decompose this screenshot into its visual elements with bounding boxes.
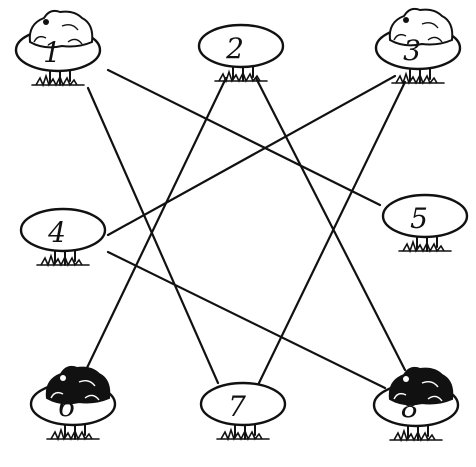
pad-label: 2: [225, 32, 244, 65]
lily-pad: [381, 193, 469, 239]
connection-line-2-8: [254, 76, 407, 372]
lily-pads: 1 2 3 4 5 6 7 8: [14, 7, 469, 443]
grass-tuft: [398, 239, 452, 254]
grass-tuft: [389, 428, 443, 443]
pad-label: 5: [410, 202, 428, 235]
connection-line-3-7: [256, 80, 407, 387]
pad-label: 1: [43, 36, 61, 69]
pad-label: 4: [47, 216, 66, 249]
lily-pad: [197, 23, 285, 69]
pad-4: 4: [19, 207, 107, 268]
lily-pad: [199, 381, 287, 427]
connection-lines: [83, 68, 407, 390]
pad-label: 6: [58, 390, 76, 423]
grass-tuft: [391, 71, 445, 86]
connection-line-3-4: [106, 74, 397, 237]
black-frog-icon: [388, 366, 454, 406]
pad-label: 8: [401, 391, 419, 424]
grass-tuft: [216, 427, 270, 442]
pad-2: 2: [197, 23, 285, 84]
pad-label: 3: [403, 34, 421, 67]
pad-5: 5: [381, 193, 469, 254]
connection-line-2-6: [83, 76, 228, 374]
connection-line-1-5: [106, 68, 382, 207]
lily-pad: [19, 207, 107, 253]
pad-7: 7: [199, 381, 287, 442]
grass-tuft: [46, 427, 100, 442]
black-frog-icon: [45, 365, 111, 405]
connection-line-4-8: [106, 250, 387, 390]
pad-1: 1: [14, 9, 102, 88]
white-frog-icon: [388, 7, 454, 47]
grass-tuft: [31, 73, 85, 88]
pad-8: 8: [372, 366, 460, 443]
pad-6: 6: [29, 365, 117, 442]
white-frog-icon: [28, 9, 94, 49]
grass-tuft: [214, 69, 268, 84]
connection-line-1-7: [86, 86, 220, 385]
pad-label: 7: [228, 390, 246, 423]
grass-tuft: [36, 253, 90, 268]
pad-3: 3: [374, 7, 462, 86]
